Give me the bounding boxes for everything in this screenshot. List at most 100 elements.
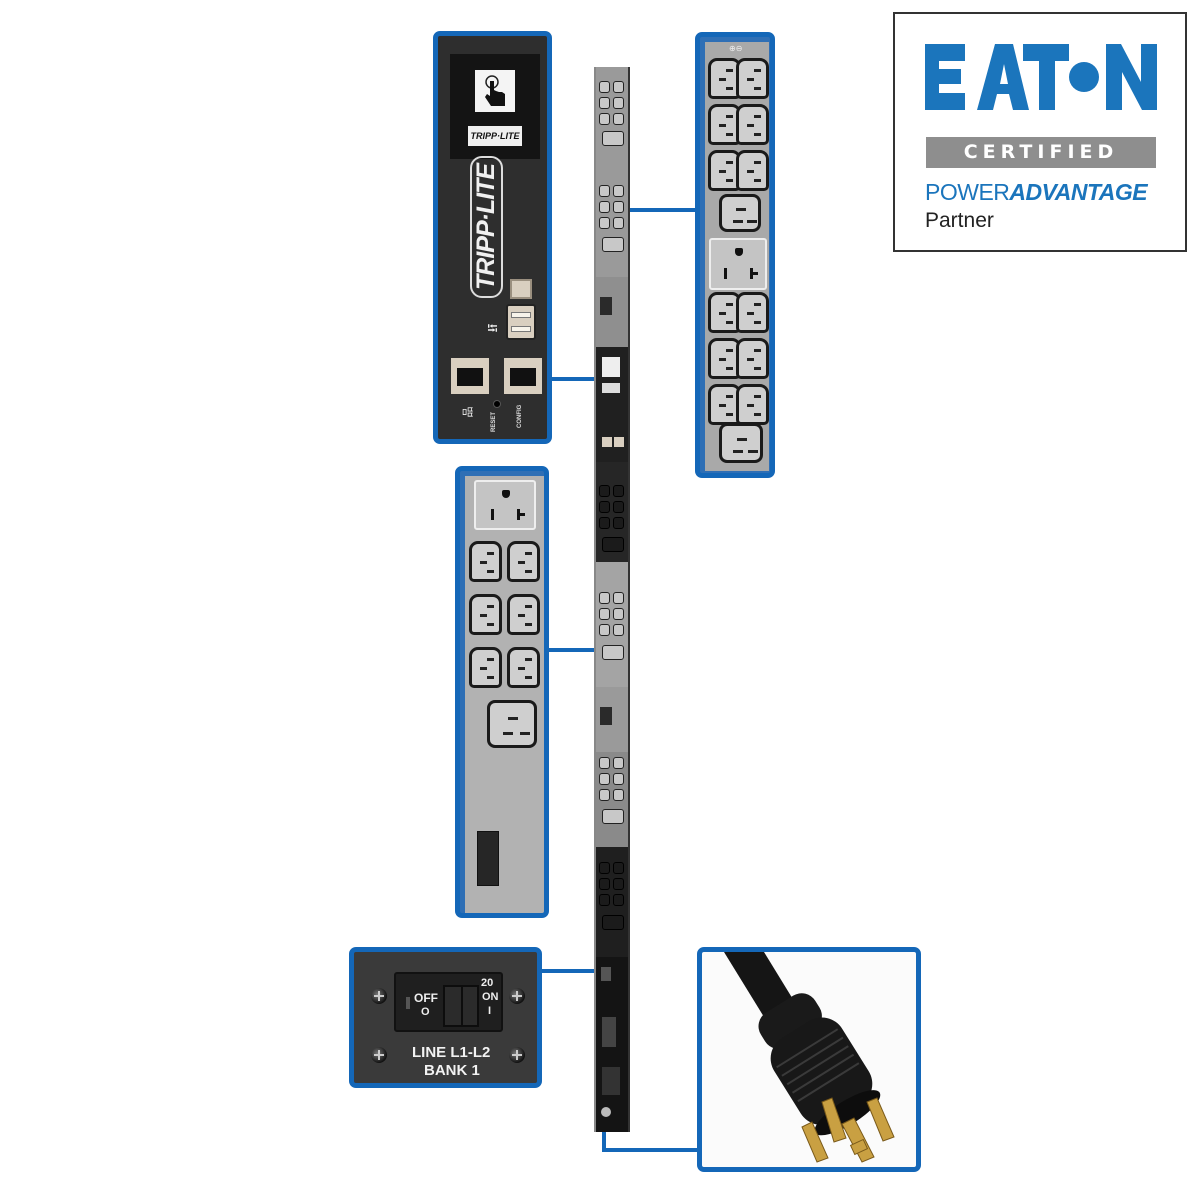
breaker-callout: OFF O 20 ON I LINE L1-L2 BANK 1 (349, 947, 542, 1088)
mini-c13-outlet (613, 862, 624, 874)
mini-c19-outlet (602, 645, 624, 660)
outlet-panel: ⊕⊖ (705, 42, 769, 471)
plug-callout (697, 947, 921, 1172)
mini-c13-outlet (599, 624, 610, 636)
pdu-breaker-section (596, 277, 628, 347)
mini-c13-outlet (613, 517, 624, 529)
network-icon: 品 (462, 406, 475, 418)
bank-breaker-toggle[interactable] (477, 831, 499, 886)
screw-icon (371, 988, 387, 1004)
mini-c19-outlet (602, 915, 624, 930)
c13-outlet[interactable] (507, 594, 540, 635)
mini-c13-outlet (599, 894, 610, 906)
mini-c13-outlet (613, 501, 624, 513)
mini-c13-outlet (599, 201, 610, 213)
c13-outlet[interactable] (736, 104, 769, 145)
connector-bank-mid (548, 648, 594, 652)
connector-bank-top (630, 208, 698, 212)
mini-c13-outlet (599, 81, 610, 93)
c13-outlet[interactable] (736, 338, 769, 379)
c13-outlet[interactable] (736, 292, 769, 333)
lcd-display: TRIPP·LITE (450, 54, 540, 159)
outlet-bank-mid-callout (455, 466, 549, 918)
nema-5-20r-outlet[interactable] (474, 480, 536, 530)
control-panel-callout: TRIPP·LITE TRIPP·LITE ⭿ 品 RESET CONFIG (433, 31, 552, 444)
breaker-bank-label: BANK 1 (424, 1062, 480, 1079)
mini-c13-outlet (613, 485, 624, 497)
touch-hand-icon (475, 70, 515, 112)
c13-outlet[interactable] (469, 594, 502, 635)
outlet-bank-top-callout: ⊕⊖ (695, 32, 775, 478)
mini-c13-outlet (599, 517, 610, 529)
breaker-toggle[interactable] (443, 985, 479, 1027)
mini-c13-outlet (613, 894, 624, 906)
eaton-logo (925, 44, 1157, 110)
breaker-off-symbol: O (421, 1006, 430, 1018)
mini-c13-outlet (599, 592, 610, 604)
display-brand-logo: TRIPP·LITE (468, 126, 522, 146)
mini-c13-outlet (613, 201, 624, 213)
partner-label: Partner (925, 209, 994, 232)
usb-a-port-stack[interactable] (506, 304, 536, 340)
certified-banner: CERTIFIED (926, 137, 1156, 168)
c13-outlet[interactable] (736, 58, 769, 99)
mini-c13-outlet (599, 185, 610, 197)
c19-outlet[interactable] (719, 423, 763, 463)
pdu-strip (594, 67, 630, 1132)
pdu-control-module (596, 347, 628, 462)
c13-outlet[interactable] (469, 647, 502, 688)
connector-plug-vertical (602, 1116, 606, 1152)
ground-symbol-top: ⊕⊖ (729, 44, 743, 53)
mini-c19-outlet (602, 237, 624, 252)
c13-outlet[interactable] (507, 541, 540, 582)
mini-c13-outlet (599, 878, 610, 890)
c13-outlet[interactable] (736, 150, 769, 191)
breaker-indicator (406, 997, 410, 1009)
breaker-off-label: OFF (414, 991, 438, 1005)
pdu-input-section (596, 957, 628, 1132)
connector-breaker (542, 969, 594, 973)
usb-b-port[interactable] (510, 279, 532, 299)
mini-c19-outlet (602, 809, 624, 824)
config-port[interactable] (504, 358, 542, 394)
c13-outlet[interactable] (736, 384, 769, 425)
pdu-breaker-section-2 (596, 687, 628, 752)
reset-button[interactable] (493, 400, 501, 408)
c13-outlet[interactable] (708, 58, 741, 99)
usb-icon: ⭿ (484, 323, 501, 333)
mini-c13-outlet (613, 97, 624, 109)
mini-c13-outlet (599, 608, 610, 620)
mini-c13-outlet (613, 789, 624, 801)
breaker-rating: 20 (481, 977, 494, 989)
breaker-line-label: LINE L1-L2 (412, 1044, 491, 1061)
mini-c13-outlet (613, 185, 624, 197)
mini-c19-outlet (602, 131, 624, 146)
screw-icon (371, 1047, 387, 1063)
screw-icon (509, 1047, 525, 1063)
mini-c13-outlet (613, 773, 624, 785)
connector-control-panel (550, 377, 594, 381)
c13-outlet[interactable] (469, 541, 502, 582)
c19-outlet[interactable] (719, 194, 761, 232)
mini-c13-outlet (599, 501, 610, 513)
mini-c13-outlet (613, 624, 624, 636)
config-label: CONFIG (517, 404, 523, 428)
nema-5-20r-outlet[interactable] (709, 238, 767, 290)
panel-brand-logo: TRIPP·LITE (470, 155, 503, 298)
mini-c13-outlet (599, 789, 610, 801)
locking-plug-image (724, 952, 895, 1163)
breaker-housing: OFF O 20 ON I (394, 972, 503, 1032)
power-advantage-label: POWERADVANTAGE (925, 179, 1148, 205)
c13-outlet[interactable] (507, 647, 540, 688)
mini-c13-outlet (613, 608, 624, 620)
mini-c13-outlet (599, 97, 610, 109)
mini-c13-outlet (613, 113, 624, 125)
mini-c19-outlet (602, 537, 624, 552)
mini-c13-outlet (613, 757, 624, 769)
mini-c13-outlet (613, 592, 624, 604)
c19-outlet[interactable] (487, 700, 537, 748)
mini-c13-outlet (599, 773, 610, 785)
eaton-certified-badge: CERTIFIED POWERADVANTAGE Partner (893, 12, 1187, 252)
network-port[interactable] (451, 358, 489, 394)
breaker-on-label: ON (482, 991, 499, 1003)
